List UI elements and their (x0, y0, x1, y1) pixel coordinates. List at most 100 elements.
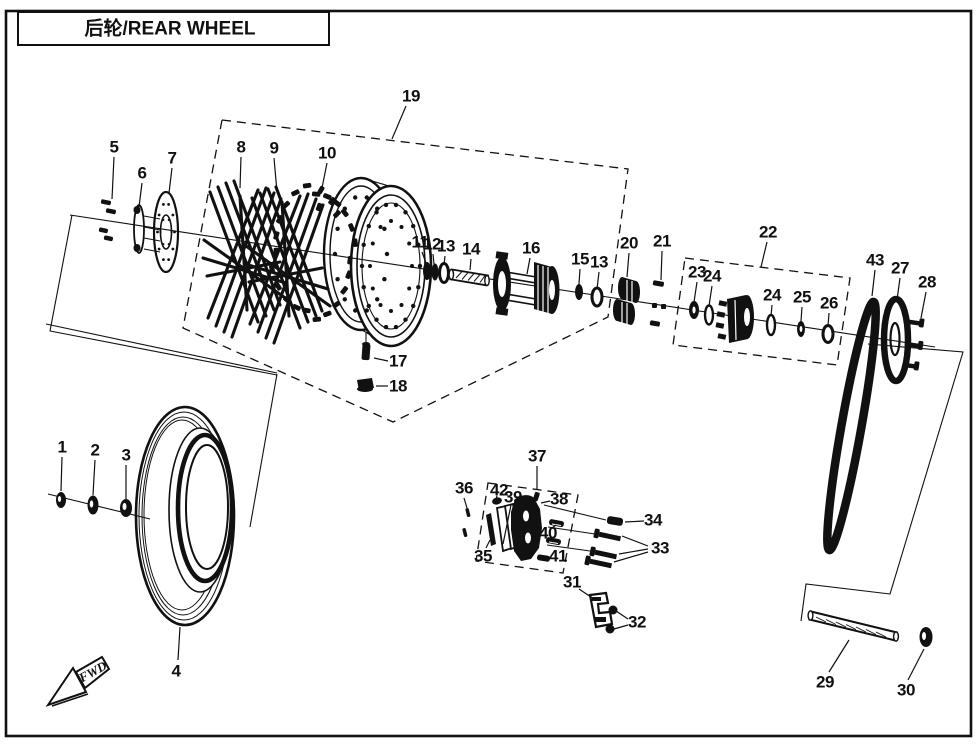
axis-caliper-3 (546, 544, 591, 552)
leader-line-23 (693, 281, 698, 303)
callout-28: 28 (918, 273, 936, 292)
leader-line-13 (596, 271, 600, 290)
leader-line-43 (871, 269, 876, 297)
callout-32: 32 (628, 613, 646, 632)
leader-line-25 (800, 306, 803, 322)
page-border (4, 9, 973, 738)
group-boundary-left (49, 214, 278, 376)
callout-22: 22 (759, 223, 777, 242)
callout-5: 5 (110, 138, 119, 157)
leader-line-41 (547, 556, 551, 560)
group-boundary-right (800, 343, 964, 622)
callout-31: 31 (563, 573, 581, 592)
part-30-axle-nut (919, 627, 933, 647)
part-40-pins (545, 519, 564, 546)
part-33-bolts (584, 528, 622, 569)
leader-line-13 (443, 255, 446, 266)
part-23-hole (692, 306, 696, 314)
part-28-bolts (902, 318, 925, 371)
leader-line-14 (469, 258, 472, 271)
leader-line-33 (621, 535, 649, 547)
group-boundary-tire-top (45, 323, 278, 374)
leader-line-1 (60, 456, 63, 492)
part-20-coupling (613, 277, 640, 325)
part-31-adjuster-bracket (588, 591, 614, 629)
title-block: 后轮/REAR WHEEL (17, 11, 330, 46)
callout-2: 2 (91, 441, 100, 460)
leader-line-21 (660, 250, 663, 281)
leader-line-7 (168, 167, 173, 194)
leader-line-4 (177, 626, 181, 661)
callout-34: 34 (644, 511, 663, 530)
part-valve-cap (357, 378, 374, 392)
part-27-pulley (880, 295, 912, 385)
callout-13: 13 (437, 237, 455, 256)
part-43-drive-belt (823, 297, 880, 555)
leader-line-29 (828, 639, 850, 673)
part-42-clip (492, 497, 502, 505)
part-41-pin (536, 554, 551, 562)
leader-line-15 (578, 268, 581, 285)
callout-14: 14 (462, 240, 481, 259)
leader-line-10 (321, 162, 328, 189)
leader-line-26 (827, 312, 830, 327)
callout-6: 6 (138, 164, 147, 183)
callout-8: 8 (237, 138, 246, 157)
assembly-boxes (182, 119, 851, 574)
part-13-bearing (438, 262, 450, 284)
callout-30: 30 (897, 681, 915, 700)
group-boundary-tire-right (249, 373, 278, 528)
part-5-bolts (98, 199, 117, 242)
callout-13: 13 (590, 253, 608, 272)
leader-line-30 (907, 648, 925, 681)
assembly-22-boundary (672, 257, 851, 366)
axis-caliper-2 (547, 526, 596, 535)
leader-line-34 (624, 520, 645, 523)
part-16-hub (493, 251, 560, 316)
leader-line-40 (550, 538, 554, 543)
leader-line-8 (239, 156, 242, 189)
callout-39: 39 (504, 488, 522, 507)
part-valve-stem (361, 332, 371, 361)
leader-line-42 (495, 495, 498, 500)
assembly-37-boundary (475, 482, 579, 574)
leader-line-31 (578, 588, 595, 600)
leader-line-24 (708, 285, 713, 307)
part-12-seal (431, 263, 439, 281)
leader-line-16 (526, 257, 531, 275)
part-36-pins (462, 508, 471, 538)
callout-20: 20 (620, 234, 638, 253)
part-34-sleeve (606, 516, 624, 526)
callout-12: 12 (423, 235, 441, 254)
part-14-spacer-tube (448, 268, 490, 287)
part-11-seal (423, 262, 431, 280)
leader-line-36 (463, 497, 468, 509)
leader-line-35 (485, 539, 491, 549)
part-26-seal (821, 324, 835, 344)
construction-lines (45, 214, 964, 622)
diagram-title: 后轮/REAR WHEEL (84, 17, 255, 40)
callout-24: 24 (703, 267, 722, 286)
leader-line-17 (373, 357, 389, 362)
part-13b-bearing (590, 286, 604, 308)
part-24b-bearing (765, 313, 777, 337)
rim-spoke-holes (332, 195, 423, 330)
part-caliper-body (511, 491, 542, 561)
part-cush-drive-flange (715, 295, 754, 343)
callout-19: 19 (402, 87, 420, 106)
axis-caliper-1 (543, 504, 607, 521)
leader-line-39 (502, 504, 512, 545)
callout-25: 25 (793, 288, 811, 307)
callout-4: 4 (172, 662, 182, 681)
part-15-spacer (575, 284, 583, 300)
callout-24: 24 (763, 286, 782, 305)
part-spokes (201, 179, 332, 345)
callout-35: 35 (474, 547, 492, 566)
part-3-spacer-cone (120, 499, 132, 517)
callout-38: 38 (550, 490, 568, 509)
callout-26: 26 (820, 294, 838, 313)
leader-line-32 (613, 624, 629, 630)
part-21-fasteners (649, 280, 666, 327)
callout-3: 3 (122, 446, 131, 465)
